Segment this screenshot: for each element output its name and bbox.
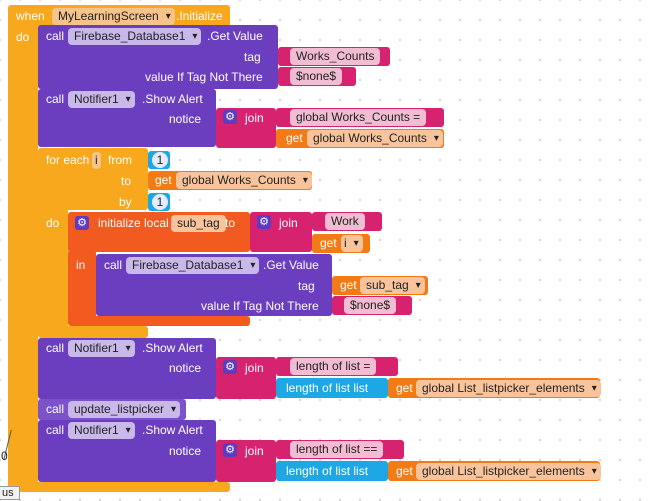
by-label: by: [119, 195, 132, 209]
in-label: in: [76, 258, 86, 272]
initialize-local-foot: [68, 316, 250, 326]
procedure-dropdown[interactable]: update_listpicker: [68, 401, 181, 418]
event-block-foot: [8, 482, 230, 492]
method-label: .Show Alert: [142, 423, 203, 437]
tag-label: tag: [298, 279, 315, 293]
get-label: get: [320, 236, 337, 250]
notifier-component-dropdown[interactable]: Notifier1: [68, 422, 135, 439]
to-label: to: [225, 216, 236, 230]
length-of-list-label: length of list list: [286, 464, 369, 478]
gear-icon[interactable]: ⚙: [223, 110, 237, 124]
variable-dropdown[interactable]: global List_listpicker_elements: [416, 463, 601, 480]
for-each-spine: [38, 205, 68, 331]
event-name-label: .Initialize: [176, 9, 223, 23]
by-number[interactable]: 1: [152, 194, 168, 210]
call-label: call: [46, 341, 65, 355]
length-of-list-block[interactable]: [276, 461, 388, 481]
initialize-local-spine: [68, 250, 96, 320]
firebase-component-dropdown[interactable]: Firebase_Database1: [68, 28, 202, 45]
initialize-local-label: initialize local: [98, 216, 169, 230]
loop-variable-field[interactable]: i: [92, 152, 101, 169]
notifier-component-dropdown[interactable]: Notifier1: [68, 340, 135, 357]
when-label: when: [16, 9, 45, 23]
default-label: value If Tag Not There: [145, 70, 263, 84]
notifier-component-dropdown[interactable]: Notifier1: [68, 91, 135, 108]
gear-icon[interactable]: ⚙: [223, 360, 237, 374]
get-label: get: [396, 381, 413, 395]
get-label: get: [155, 173, 172, 187]
for-each-label: for each: [46, 153, 90, 167]
from-label: from: [108, 153, 132, 167]
length-of-list-block[interactable]: [276, 378, 388, 398]
method-label: .Show Alert: [142, 341, 203, 355]
length-of-list-label: length of list list: [286, 381, 369, 395]
variable-dropdown[interactable]: global Works_Counts: [176, 172, 312, 189]
call-label: call: [104, 258, 123, 272]
text-field[interactable]: global Works_Counts =: [290, 109, 427, 126]
join-label: join: [245, 444, 264, 458]
variable-dropdown[interactable]: global List_listpicker_elements: [416, 380, 601, 397]
text-field[interactable]: length of list =: [290, 358, 377, 375]
join-label: join: [245, 361, 264, 375]
to-label: to: [121, 174, 132, 188]
tag-label: tag: [244, 50, 261, 64]
margin-text: us: [2, 487, 14, 499]
notice-label: notice: [169, 112, 202, 126]
default-text-field[interactable]: $none$: [290, 68, 343, 85]
firebase-component-dropdown[interactable]: Firebase_Database1: [126, 257, 260, 274]
tag-text-field[interactable]: Works_Counts: [290, 48, 381, 65]
variable-dropdown[interactable]: i: [341, 235, 363, 252]
do-label: do: [16, 30, 30, 44]
method-label: .Show Alert: [142, 92, 203, 106]
default-text-field[interactable]: $none$: [344, 297, 397, 314]
from-number[interactable]: 1: [152, 152, 168, 168]
join-label: join: [245, 111, 264, 125]
call-label: call: [46, 29, 65, 43]
text-field[interactable]: length of list ==: [290, 441, 384, 458]
margin-digit: 0: [1, 449, 8, 463]
get-label: get: [396, 464, 413, 478]
gear-icon[interactable]: ⚙: [223, 443, 237, 457]
method-label: .Get Value: [263, 258, 319, 272]
notice-label: notice: [169, 361, 202, 375]
notice-label: notice: [169, 444, 202, 458]
call-label: call: [46, 402, 65, 416]
event-block-spine: [8, 25, 38, 492]
text-field[interactable]: Work: [325, 213, 365, 230]
variable-dropdown[interactable]: sub_tag: [360, 277, 425, 294]
local-name-field[interactable]: sub_tag: [171, 215, 226, 232]
method-label: .Get Value: [207, 29, 263, 43]
do-label: do: [46, 216, 60, 230]
call-label: call: [46, 92, 65, 106]
get-label: get: [340, 278, 357, 292]
screen-dropdown[interactable]: MyLearningScreen: [52, 8, 175, 25]
join-label: join: [279, 216, 298, 230]
get-label: get: [286, 131, 303, 145]
default-label: value If Tag Not There: [201, 299, 319, 313]
gear-icon[interactable]: ⚙: [257, 215, 271, 229]
for-each-foot: [38, 326, 148, 338]
variable-dropdown[interactable]: global Works_Counts: [307, 130, 443, 147]
call-label: call: [46, 423, 65, 437]
gear-icon[interactable]: ⚙: [75, 216, 89, 230]
